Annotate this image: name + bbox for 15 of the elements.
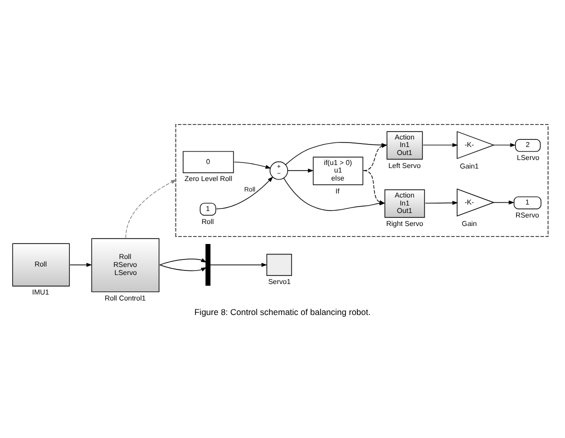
arrow bbox=[216, 176, 274, 209]
arrow bbox=[493, 200, 514, 204]
arrow bbox=[159, 264, 207, 271]
arrow bbox=[234, 161, 272, 168]
arrow bbox=[125, 179, 177, 238]
arrow bbox=[160, 258, 207, 265]
caption: Figure 8: Control schematic of balancing robot. bbox=[194, 306, 371, 316]
arrow bbox=[210, 262, 268, 266]
arrow bbox=[422, 142, 458, 147]
arrow bbox=[288, 168, 314, 172]
cluster bbox=[175, 123, 549, 237]
arrow bbox=[424, 200, 458, 204]
node-bar bbox=[205, 243, 210, 286]
arrow bbox=[493, 142, 516, 147]
arrow bbox=[70, 262, 92, 266]
